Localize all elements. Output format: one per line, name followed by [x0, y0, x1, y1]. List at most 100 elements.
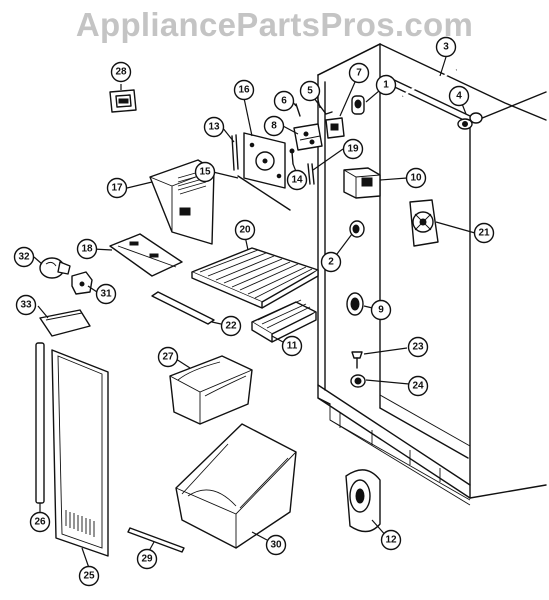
svg-text:18: 18 [81, 244, 93, 255]
svg-text:9: 9 [378, 305, 384, 316]
callout-15: 15 [194, 161, 216, 183]
part-5-lever [313, 97, 333, 115]
svg-text:11: 11 [287, 341, 298, 352]
svg-text:1: 1 [383, 80, 389, 91]
callout-1: 1 [375, 74, 397, 96]
part-33-light-cover [39, 309, 91, 337]
part-7-switch [325, 117, 345, 139]
svg-text:25: 25 [83, 571, 95, 582]
callout-7: 7 [348, 62, 370, 84]
svg-text:23: 23 [412, 342, 424, 353]
part-9-grommet [346, 292, 364, 316]
callout-17: 17 [106, 177, 128, 199]
callout-33: 33 [15, 294, 37, 316]
callout-26: 26 [29, 511, 51, 533]
part-19-rail [307, 163, 315, 185]
callout-3: 3 [435, 36, 457, 58]
svg-text:4: 4 [456, 91, 462, 102]
callout-31: 31 [95, 283, 117, 305]
part-25-door-panel [51, 349, 109, 557]
callout-32: 32 [13, 246, 35, 268]
cabinet-liner [317, 43, 547, 506]
callout-12: 12 [380, 529, 402, 551]
part-8-bracket [293, 123, 323, 151]
part-4-clips [457, 112, 483, 130]
part-28-bracket [109, 89, 137, 113]
part-17-duct-cover [149, 159, 215, 245]
callout-10: 10 [405, 167, 427, 189]
svg-text:21: 21 [478, 228, 490, 239]
callout-22: 22 [220, 315, 242, 337]
part-13-rod [231, 134, 239, 171]
callout-14: 14 [286, 169, 308, 191]
part-32-light-bulb [39, 257, 71, 279]
callout-30: 30 [265, 534, 287, 556]
callout-11: 11 [281, 335, 303, 357]
part-3-tube [402, 68, 457, 97]
callout-16: 16 [233, 79, 255, 101]
svg-text:20: 20 [239, 225, 251, 236]
part-21-fan-cover [409, 199, 439, 247]
svg-text:27: 27 [162, 352, 174, 363]
svg-text:17: 17 [111, 183, 123, 194]
part-1-light-socket [351, 95, 365, 115]
part-30-ice-bucket [175, 423, 297, 549]
svg-text:7: 7 [356, 68, 362, 79]
callout-27: 27 [157, 346, 179, 368]
svg-text:5: 5 [307, 86, 313, 97]
callout-8: 8 [263, 115, 285, 137]
callout-24: 24 [407, 375, 429, 397]
svg-text:10: 10 [410, 173, 422, 184]
part-27-crisper-pan [169, 355, 253, 425]
callout-21: 21 [473, 222, 495, 244]
callout-13: 13 [203, 116, 225, 138]
svg-text:3: 3 [443, 42, 449, 53]
part-26-strip [35, 342, 45, 504]
part-24-roller [350, 374, 366, 388]
part-29-bar [127, 527, 185, 553]
part-12-roller [345, 469, 381, 533]
callout-5: 5 [299, 80, 321, 102]
svg-text:2: 2 [328, 257, 334, 268]
part-31-socket [71, 271, 93, 295]
svg-text:16: 16 [238, 85, 250, 96]
part-14-pin [289, 148, 295, 165]
svg-text:26: 26 [34, 517, 46, 528]
callout-23: 23 [407, 336, 429, 358]
part-10-housing [343, 167, 381, 199]
part-11-ice-tray [251, 299, 317, 343]
part-16-control-plate [243, 132, 286, 189]
svg-text:24: 24 [412, 381, 424, 392]
svg-text:12: 12 [385, 535, 397, 546]
svg-text:31: 31 [100, 289, 112, 300]
callout-6: 6 [273, 90, 295, 112]
svg-text:14: 14 [291, 175, 303, 186]
svg-text:30: 30 [270, 540, 282, 551]
callout-2: 2 [320, 251, 342, 273]
callout-9: 9 [370, 299, 392, 321]
svg-text:19: 19 [347, 144, 359, 155]
callout-29: 29 [136, 548, 158, 570]
part-18-rail [109, 233, 183, 277]
svg-text:8: 8 [271, 121, 277, 132]
part-15-strip [237, 175, 291, 211]
part-20-wire-shelf [191, 247, 319, 309]
callout-20: 20 [234, 219, 256, 241]
svg-text:33: 33 [20, 300, 32, 311]
callout-19: 19 [342, 138, 364, 160]
part-22-shelf-trim [151, 291, 215, 325]
svg-text:28: 28 [115, 67, 127, 78]
svg-text:22: 22 [225, 321, 237, 332]
svg-text:6: 6 [281, 96, 287, 107]
part-6-spring [295, 103, 301, 117]
svg-text:29: 29 [141, 554, 153, 565]
callout-4: 4 [448, 85, 470, 107]
svg-text:32: 32 [18, 252, 30, 263]
watermark-text: AppliancePartsPros.com [75, 6, 474, 43]
svg-text:15: 15 [199, 167, 211, 178]
callout-25: 25 [78, 565, 100, 587]
callout-18: 18 [76, 238, 98, 260]
part-2-plug [349, 220, 365, 238]
